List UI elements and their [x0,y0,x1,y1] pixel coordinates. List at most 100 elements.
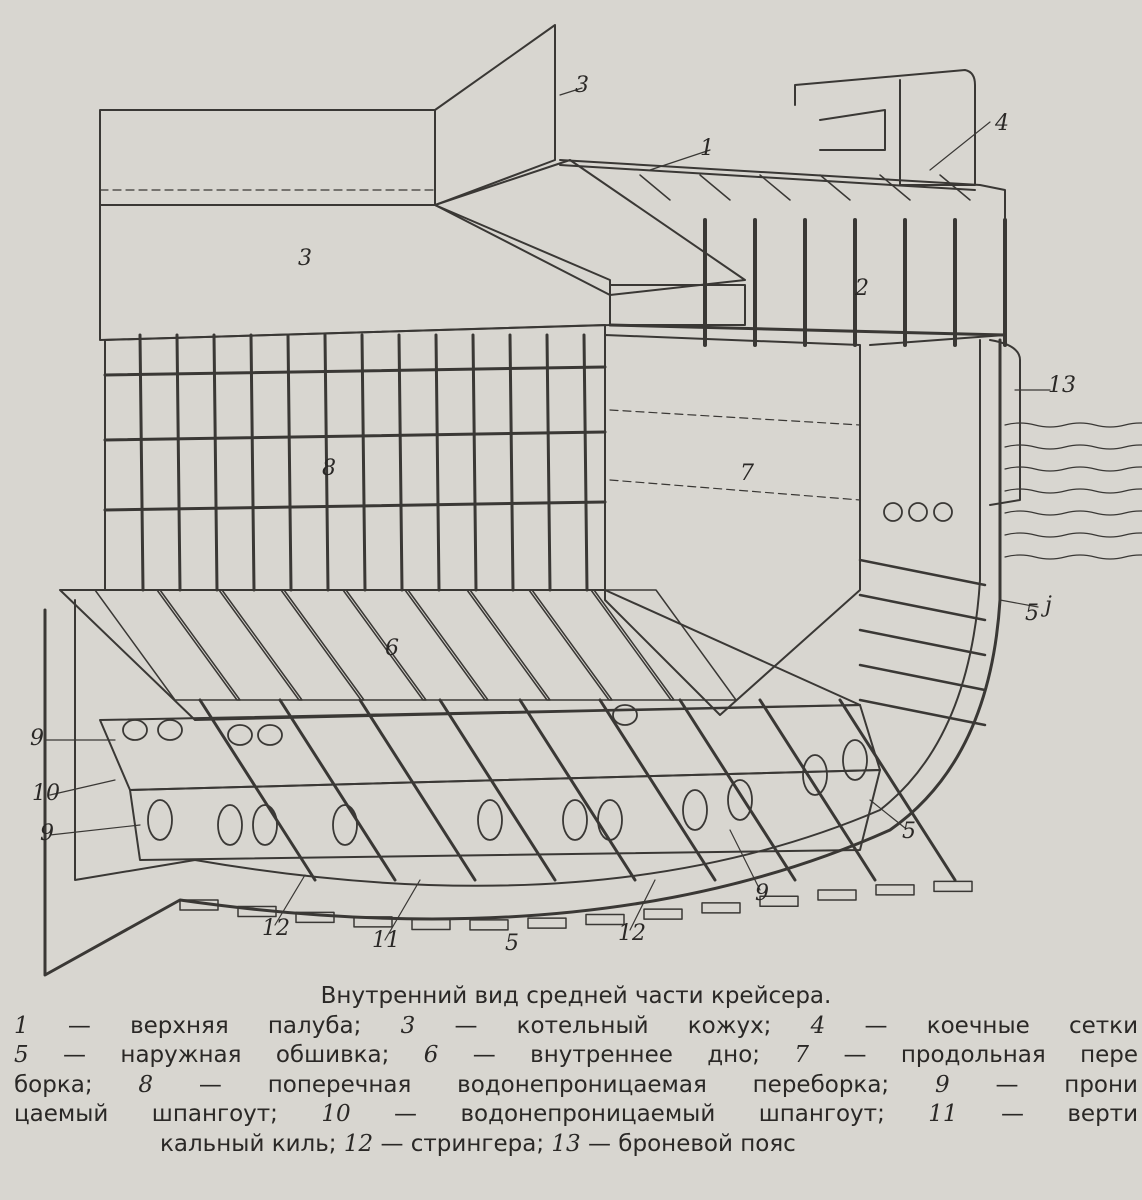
bottom-stringer [358,698,477,882]
deck-beam [819,174,851,201]
caption-line: кальный киль; 12 — стрингера; 13 — броне… [160,1130,796,1157]
legend-text: продольная пере [900,1042,1139,1068]
bottom-stringer [278,698,397,882]
bulkhead-stiffener-vertical [508,333,515,592]
inner-bottom-plate [590,589,737,701]
bulkhead-stiffener-vertical [175,333,182,592]
legend-text: водонепроницаемый шпангоут; [460,1101,885,1127]
label-leader-line [649,149,711,171]
lightening-hole [147,799,173,841]
longitudinal-bulkhead [604,334,861,716]
lightening-hole [257,724,283,746]
deck-beam [699,174,731,201]
figure-label: 3 [575,73,589,98]
inner-bottom-plate [280,589,427,701]
figure-label: 9 [755,881,769,906]
shell-plate-seam [469,919,509,931]
waterline-wave [1004,422,1142,428]
figure-label: 10 [32,781,60,806]
bulkhead-stiffener-vertical [434,333,441,592]
bilge-frame [858,593,987,622]
figure-label: 4 [994,111,1009,136]
deck-stringer-line [608,323,1007,337]
legend-text: наружная обшивка; [120,1042,390,1068]
caption-legend: 1 — верхняя палуба; 3 — котельный кожух;… [14,1012,1138,1160]
boiler-casing-slope [434,159,746,296]
legend-text: броневой пояс [618,1130,796,1157]
legend-number: 11 [928,1101,958,1127]
figure-label: 1 [700,136,714,161]
shell-plate-seam [237,905,277,918]
bilge-frame [858,628,987,657]
lightening-hole [727,779,753,821]
lightening-hole [157,719,183,741]
shell-plate-seam [353,916,393,928]
lightening-hole [477,799,503,841]
lightening-hole [842,739,868,781]
hammock-netting-panel [819,109,886,151]
lightening-hole [122,719,148,741]
figure-label: 5 [1025,601,1039,626]
legend-number: 12 [343,1130,374,1157]
hull-structure-drawing [43,24,1142,977]
shell-plate-seam [643,908,683,920]
figure-label: 11 [372,928,400,953]
legend-text: борка; [14,1071,93,1098]
deck-beam [759,174,791,201]
lightening-hole [227,724,253,746]
caption-title: Внутренний вид средней части крейсера. [320,983,832,1009]
bilge-frame [858,698,987,727]
shell-plate-seam [759,895,799,907]
deck-beam [639,174,671,201]
waterline-wave [1004,510,1142,516]
figure-caption: Внутренний вид средней части крейсера. 1… [14,982,1138,1159]
inner-bottom-plate [156,589,303,701]
lightening-hole [933,502,953,522]
lightening-hole [597,799,623,841]
legend-text: цаемый шпангоут; [14,1101,278,1127]
bottom-stringer [678,698,797,882]
figure-label: 13 [1048,373,1076,398]
label-leader-line [999,599,1039,608]
bulkhead-stiffener-vertical [286,333,293,592]
bulkhead-stiffener-vertical [471,333,478,592]
legend-text: кальный киль; [160,1130,337,1157]
shell-plate-seam [411,918,451,931]
legend-number: 8 [138,1071,154,1098]
bottom-stringer [198,698,317,882]
boiler-casing-top-panel [434,24,556,206]
bulkhead-dashed-line [609,409,861,426]
waterline-wave [1004,466,1142,472]
label-leader-line [729,829,761,891]
shell-plate-seam [701,902,741,914]
shell-plate-seam [817,889,857,901]
label-leader-line [629,879,656,931]
figure-label: 2 [854,276,869,301]
bulkhead-stiffener-vertical [323,333,330,592]
bulkhead-stiffener-vertical [138,333,145,592]
legend-number: 7 [794,1042,810,1068]
inner-bottom-plate [466,589,613,701]
inner-bottom-plate [342,589,489,701]
waterline-wave [1004,532,1142,538]
bulkhead-stiffener-vertical [582,333,589,592]
lightening-hole [612,704,638,726]
legend-number: 13 [551,1130,581,1157]
caption-line: 1 — верхняя палуба; 3 — котельный кожух;… [14,1012,1139,1039]
shell-plate-seam [179,899,219,911]
label-leader-line [49,824,141,836]
bulkhead-stiffener-vertical [545,333,552,592]
hull-inner-shell [74,339,981,887]
waterline-wave [1004,488,1142,494]
lightening-hole [883,502,903,522]
label-leader-line [49,779,116,796]
waterline-wave [1004,554,1142,560]
inner-bottom-plate [404,589,551,701]
deck-beam [879,174,911,201]
figure-label: 12 [262,916,290,941]
bulkhead-stiffener-vertical [249,333,256,592]
figure-label: 6 [385,636,399,661]
label-leader-line [559,87,583,96]
deck-beam [939,174,971,201]
